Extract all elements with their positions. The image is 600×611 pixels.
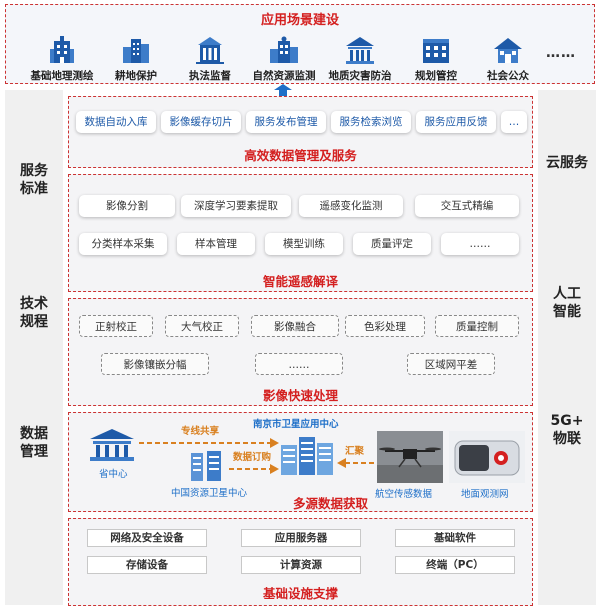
scene-item: 自然资源监测 xyxy=(246,35,322,83)
interpretation-item: 样本管理 xyxy=(177,233,255,255)
scene-item: 基础地理测绘 xyxy=(24,35,100,83)
scene-label: 自然资源监测 xyxy=(252,70,316,82)
share-arrow-icon xyxy=(139,438,279,448)
right-tech-column: 云服务 人工 智能 5G+ 物联 xyxy=(538,90,596,605)
processing-title: 影像快速处理 xyxy=(262,388,338,403)
gather-arrow-icon xyxy=(337,458,377,468)
data-service-item: 数据自动入库 xyxy=(76,111,156,133)
processing-item: 影像镶嵌分幅 xyxy=(101,353,209,375)
interpretation-section: 影像分割 深度学习要素提取 遥感变化监测 交互式精编 分类样本采集 样本管理 模… xyxy=(68,174,533,292)
scene-item: 社会公众 xyxy=(470,35,546,83)
acquisition-section: 省中心 中国资源卫星中心 南京市卫星应用中心 专线共享 数据订购 汇聚 xyxy=(68,412,533,512)
scene-label: 耕地保护 xyxy=(115,70,157,82)
aerial-drone-image xyxy=(377,431,443,483)
scene-label: 社会公众 xyxy=(487,70,529,82)
interpretation-item: 深度学习要素提取 xyxy=(181,195,291,217)
china-satellite-center-label: 中国资源卫星中心 xyxy=(171,488,248,499)
aerial-data-label: 航空传感数据 xyxy=(375,489,433,500)
infrastructure-item: 存储设备 xyxy=(87,556,207,574)
scene-label: 规划管控 xyxy=(415,70,457,82)
processing-item: 色彩处理 xyxy=(345,315,425,337)
office-block-icon xyxy=(423,39,449,63)
data-service-title: 高效数据管理及服务 xyxy=(244,148,357,163)
processing-item: 正射校正 xyxy=(79,315,153,337)
interpretation-item: 分类样本采集 xyxy=(79,233,167,255)
court-building-icon xyxy=(196,37,224,64)
processing-item: 大气校正 xyxy=(165,315,239,337)
province-center-icon xyxy=(90,429,134,461)
data-service-item: … xyxy=(501,111,527,133)
scene-more: …… xyxy=(546,45,576,61)
scene-item: 耕地保护 xyxy=(98,35,174,83)
side-label-ai: 人工 智能 xyxy=(553,286,581,320)
up-arrow-icon xyxy=(274,84,292,96)
infrastructure-item: 应用服务器 xyxy=(241,529,361,547)
processing-item: 质量控制 xyxy=(435,315,519,337)
server-rack-icon xyxy=(191,451,221,481)
order-arrow-icon xyxy=(229,464,279,474)
interpretation-item: 遥感变化监测 xyxy=(299,195,403,217)
scene-label: 执法监督 xyxy=(189,70,231,82)
side-label-technical-spec: 技术 规程 xyxy=(20,296,48,330)
columned-hall-icon xyxy=(346,37,374,64)
side-label-service-standard: 服务 标准 xyxy=(20,163,48,197)
gather-arrow-label: 汇聚 xyxy=(345,446,365,457)
side-label-5g-iot: 5G+ 物联 xyxy=(550,413,584,447)
side-label-data-management: 数据 管理 xyxy=(20,426,48,460)
scene-item: 地质灾害防治 xyxy=(322,35,398,83)
city-buildings-icon xyxy=(123,39,149,63)
ground-observation-device-image xyxy=(449,431,525,483)
interpretation-title: 智能遥感解译 xyxy=(262,274,338,289)
interpretation-item: 交互式精编 xyxy=(415,195,519,217)
infrastructure-item: 终端（PC） xyxy=(395,556,515,574)
scene-label: 基础地理测绘 xyxy=(30,70,94,82)
side-label-cloud-service: 云服务 xyxy=(546,155,588,171)
government-building-icon xyxy=(50,36,74,63)
nanjing-center-label: 南京市卫星应用中心 xyxy=(253,419,339,430)
application-scene-title: 应用场景建设 xyxy=(260,13,339,28)
order-arrow-label: 数据订购 xyxy=(233,452,272,463)
processing-section: 正射校正 大气校正 影像融合 色彩处理 质量控制 影像镶嵌分幅 …… 区域网平差… xyxy=(68,298,533,406)
ground-observation-label: 地面观测网 xyxy=(461,489,509,500)
building-cluster-icon xyxy=(270,36,298,63)
processing-item: 区域网平差 xyxy=(407,353,495,375)
scene-label: 地质灾害防治 xyxy=(328,70,392,82)
share-arrow-label: 专线共享 xyxy=(181,426,220,437)
interpretation-item: 模型训练 xyxy=(265,233,343,255)
house-icon xyxy=(494,38,522,63)
interpretation-item: 影像分割 xyxy=(79,195,175,217)
data-service-item: 服务发布管理 xyxy=(246,111,326,133)
infrastructure-section: 网络及安全设备 应用服务器 基础软件 存储设备 计算资源 终端（PC） 基础设施… xyxy=(68,518,533,606)
application-scene-band: 应用场景建设 基础地理测绘 耕地保护 执法 xyxy=(5,4,595,84)
data-service-item: 服务检索浏览 xyxy=(331,111,411,133)
infrastructure-item: 计算资源 xyxy=(241,556,361,574)
infrastructure-item: 网络及安全设备 xyxy=(87,529,207,547)
left-standards-column: 服务 标准 技术 规程 数据 管理 xyxy=(5,90,63,605)
acquisition-title: 多源数据获取 xyxy=(292,496,368,511)
data-center-icon xyxy=(281,437,333,475)
interpretation-item: 质量评定 xyxy=(353,233,431,255)
interpretation-item: …… xyxy=(441,233,519,255)
infrastructure-item: 基础软件 xyxy=(395,529,515,547)
processing-item: 影像融合 xyxy=(251,315,339,337)
data-service-item: 服务应用反馈 xyxy=(416,111,496,133)
province-center-label: 省中心 xyxy=(99,469,128,480)
infrastructure-title: 基础设施支撑 xyxy=(262,586,338,601)
scene-item: 规划管控 xyxy=(398,35,474,83)
data-service-section: 数据自动入库 影像缓存切片 服务发布管理 服务检索浏览 服务应用反馈 … 高效数… xyxy=(68,96,533,168)
scene-item: 执法监督 xyxy=(172,35,248,83)
data-service-item: 影像缓存切片 xyxy=(161,111,241,133)
processing-item: …… xyxy=(255,353,343,375)
